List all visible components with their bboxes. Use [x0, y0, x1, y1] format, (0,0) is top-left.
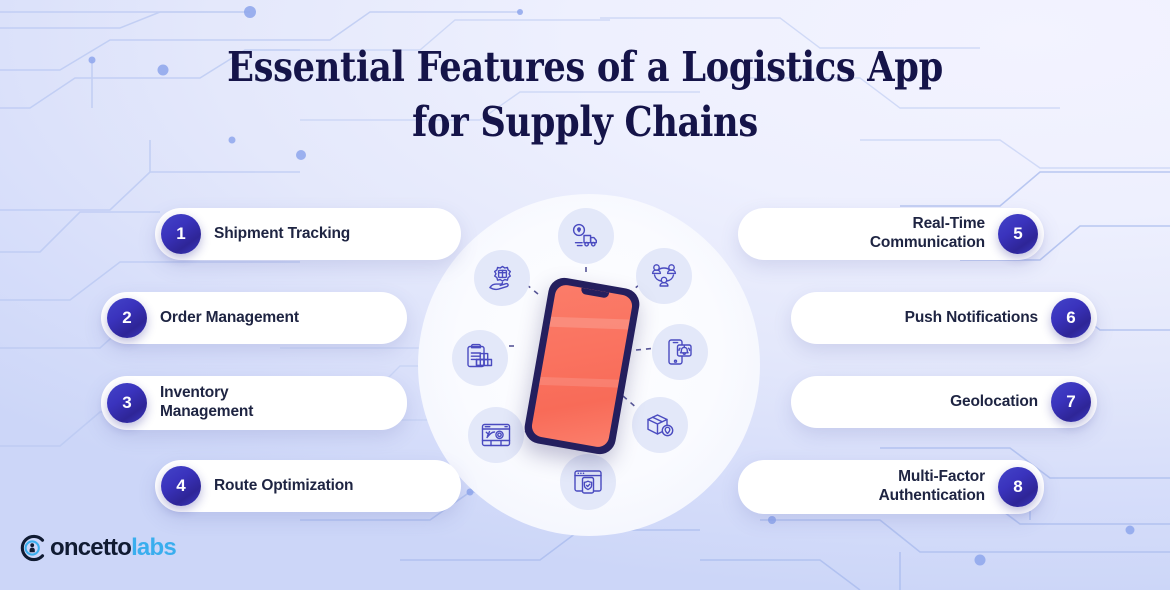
feature-label-1: Shipment Tracking — [214, 224, 351, 242]
feature-badge-2: 2 — [107, 298, 147, 338]
feature-label-6: Push Notifications — [904, 308, 1039, 326]
logo-text-blue: labs — [131, 534, 177, 561]
feature-label-4: Route Optimization — [214, 476, 354, 494]
hand-gear-icon — [474, 250, 530, 306]
feature-label-7: Geolocation — [950, 392, 1038, 410]
phone-bell-icon — [652, 324, 708, 380]
feature-card-5[interactable]: 5 Real-Time Communication — [738, 208, 1044, 260]
feature-badge-4: 4 — [161, 466, 201, 506]
feature-card-2[interactable]: 2 Order Management — [101, 292, 407, 344]
box-pin-icon — [632, 397, 688, 453]
truck-location-icon — [558, 208, 614, 264]
clipboard-boxes-icon — [452, 330, 508, 386]
feature-card-3[interactable]: 3 Inventory Management — [101, 376, 407, 430]
feature-badge-5: 5 — [998, 214, 1038, 254]
people-network-icon — [636, 248, 692, 304]
feature-card-1[interactable]: 1 Shipment Tracking — [155, 208, 461, 260]
logo-text-dark: oncetto — [50, 534, 132, 561]
concetto-c-mark — [20, 534, 45, 562]
page-title: Essential Features of a Logistics App fo… — [82, 40, 1088, 149]
feature-badge-8: 8 — [998, 467, 1038, 507]
title-line-2: for Supply Chains — [412, 97, 758, 146]
feature-card-8[interactable]: 8 Multi-Factor Authentication — [738, 460, 1044, 514]
concettolabs-logo[interactable]: oncettolabs — [18, 533, 177, 563]
feature-label-2: Order Management — [160, 308, 299, 326]
feature-badge-1: 1 — [161, 214, 201, 254]
feature-badge-3: 3 — [107, 383, 147, 423]
feature-card-4[interactable]: 4 Route Optimization — [155, 460, 461, 512]
feature-card-6[interactable]: 6 Push Notifications — [791, 292, 1097, 344]
feature-label-3: Inventory Management — [160, 384, 254, 420]
feature-label-5: Real-Time Communication — [869, 215, 985, 251]
title-line-1: Essential Features of a Logistics App — [227, 43, 943, 91]
feature-card-7[interactable]: 7 Geolocation — [791, 376, 1097, 428]
feature-label-8: Multi-Factor Authentication — [878, 468, 986, 504]
map-route-icon — [468, 407, 524, 463]
feature-badge-7: 7 — [1051, 382, 1091, 422]
browser-shield-icon — [560, 454, 616, 510]
feature-badge-6: 6 — [1051, 298, 1091, 338]
center-illustration — [418, 194, 760, 536]
